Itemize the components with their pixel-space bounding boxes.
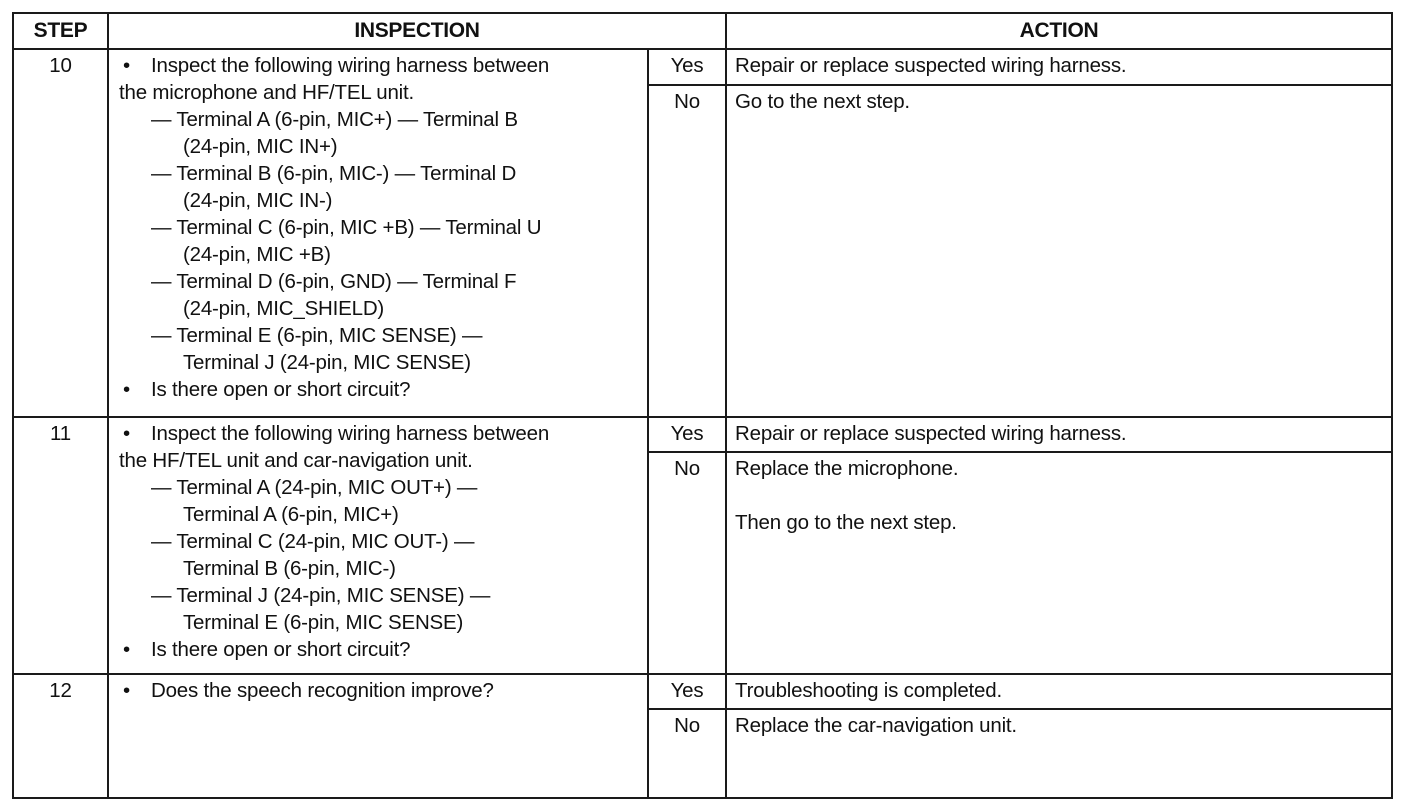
table-row: 10 • Inspect the following wiring harnes… bbox=[12, 48, 1394, 418]
list-item: • Is there open or short circuit? bbox=[119, 376, 639, 403]
troubleshooting-table-page: STEP INSPECTION ACTION 10 • Inspect the … bbox=[12, 12, 1394, 799]
list-item: • Does the speech recognition improve? bbox=[119, 677, 639, 704]
no-action: Replace the microphone. Then go to the n… bbox=[725, 451, 1394, 675]
inspection-text: Inspect the following wiring harness bet… bbox=[151, 422, 550, 445]
step-number: 10 bbox=[12, 48, 109, 418]
yes-action: Repair or replace suspected wiring harne… bbox=[725, 416, 1394, 453]
terminal-pair: — Terminal E (6-pin, MIC SENSE) — Termin… bbox=[119, 322, 639, 376]
terminal-pair: — Terminal B (6-pin, MIC-) — Terminal D … bbox=[119, 160, 639, 214]
inspection-cell: • Inspect the following wiring harness b… bbox=[107, 416, 649, 675]
no-action: Replace the car-navigation unit. bbox=[725, 708, 1394, 799]
inspection-text: the microphone and HF/TEL unit. bbox=[119, 81, 415, 104]
bullet-icon: • bbox=[123, 378, 130, 401]
terminal-line: — Terminal A (24-pin, MIC OUT+) — bbox=[151, 476, 478, 499]
list-item: • Inspect the following wiring harness b… bbox=[119, 420, 639, 447]
list-item: • Is there open or short circuit? bbox=[119, 636, 639, 663]
header-row: STEP INSPECTION ACTION bbox=[12, 12, 1394, 50]
inspection-text: the HF/TEL unit and car-navigation unit. bbox=[119, 449, 473, 472]
terminal-line: (24-pin, MIC IN-) bbox=[183, 189, 333, 212]
terminal-line: — Terminal B (6-pin, MIC-) — Terminal D bbox=[151, 162, 517, 185]
no-action-line: Then go to the next step. bbox=[735, 511, 957, 534]
no-label: No bbox=[646, 451, 728, 675]
terminal-line: — Terminal C (24-pin, MIC OUT-) — bbox=[151, 530, 475, 553]
step-number: 11 bbox=[12, 416, 109, 675]
yes-label: Yes bbox=[646, 673, 728, 710]
yes-action: Troubleshooting is completed. bbox=[725, 673, 1394, 710]
list-item: • Inspect the following wiring harness b… bbox=[119, 52, 639, 79]
troubleshooting-table: STEP INSPECTION ACTION 10 • Inspect the … bbox=[12, 12, 1394, 799]
terminal-pair: — Terminal D (6-pin, GND) — Terminal F (… bbox=[119, 268, 639, 322]
terminal-pair: — Terminal C (6-pin, MIC +B) — Terminal … bbox=[119, 214, 639, 268]
step-header: STEP bbox=[12, 12, 109, 50]
table-row: No Replace the microphone. Then go to th… bbox=[13, 451, 1394, 675]
no-action-line: Replace the microphone. bbox=[735, 457, 959, 480]
table-row: 11 • Inspect the following wiring harnes… bbox=[12, 416, 1394, 675]
step-number: 12 bbox=[12, 673, 109, 799]
inspection-header: INSPECTION bbox=[106, 12, 728, 50]
terminal-line: Terminal B (6-pin, MIC-) bbox=[183, 557, 396, 580]
inspection-cell: • Does the speech recognition improve? bbox=[107, 673, 649, 799]
terminal-pair: — Terminal A (6-pin, MIC+) — Terminal B … bbox=[119, 106, 639, 160]
terminal-line: Terminal J (24-pin, MIC SENSE) bbox=[183, 351, 471, 374]
action-header: ACTION bbox=[725, 12, 1394, 50]
bullet-icon: • bbox=[123, 54, 130, 77]
table-row: No Go to the next step. bbox=[13, 84, 1394, 418]
yes-label: Yes bbox=[646, 416, 728, 453]
terminal-line: Terminal A (6-pin, MIC+) bbox=[183, 503, 399, 526]
bullet-icon: • bbox=[123, 638, 130, 661]
terminal-line: — Terminal J (24-pin, MIC SENSE) — bbox=[151, 584, 491, 607]
question-text: Is there open or short circuit? bbox=[151, 638, 411, 661]
terminal-line: (24-pin, MIC +B) bbox=[183, 243, 331, 266]
terminal-line: — Terminal C (6-pin, MIC +B) — Terminal … bbox=[151, 216, 542, 239]
no-label: No bbox=[646, 84, 728, 418]
no-action: Go to the next step. bbox=[725, 84, 1394, 418]
yes-label: Yes bbox=[646, 48, 728, 86]
terminal-line: (24-pin, MIC_SHIELD) bbox=[183, 297, 385, 320]
yes-action: Repair or replace suspected wiring harne… bbox=[725, 48, 1394, 86]
terminal-pair: — Terminal A (24-pin, MIC OUT+) — Termin… bbox=[119, 474, 639, 528]
terminal-line: (24-pin, MIC IN+) bbox=[183, 135, 338, 158]
no-label: No bbox=[646, 708, 728, 799]
bullet-icon: • bbox=[123, 679, 130, 702]
terminal-line: — Terminal D (6-pin, GND) — Terminal F bbox=[151, 270, 517, 293]
question-text: Does the speech recognition improve? bbox=[151, 679, 494, 702]
terminal-line: — Terminal E (6-pin, MIC SENSE) — bbox=[151, 324, 483, 347]
terminal-line: — Terminal A (6-pin, MIC+) — Terminal B bbox=[151, 108, 518, 131]
question-text: Is there open or short circuit? bbox=[151, 378, 411, 401]
inspection-cell: • Inspect the following wiring harness b… bbox=[107, 48, 649, 418]
table-row: 12 • Does the speech recognition improve… bbox=[12, 673, 1394, 799]
table-row: No Replace the car-navigation unit. bbox=[13, 708, 1394, 799]
bullet-icon: • bbox=[123, 422, 130, 445]
terminal-pair: — Terminal C (24-pin, MIC OUT-) — Termin… bbox=[119, 528, 639, 582]
terminal-pair: — Terminal J (24-pin, MIC SENSE) — Termi… bbox=[119, 582, 639, 636]
inspection-text: Inspect the following wiring harness bet… bbox=[151, 54, 550, 77]
terminal-line: Terminal E (6-pin, MIC SENSE) bbox=[183, 611, 464, 634]
